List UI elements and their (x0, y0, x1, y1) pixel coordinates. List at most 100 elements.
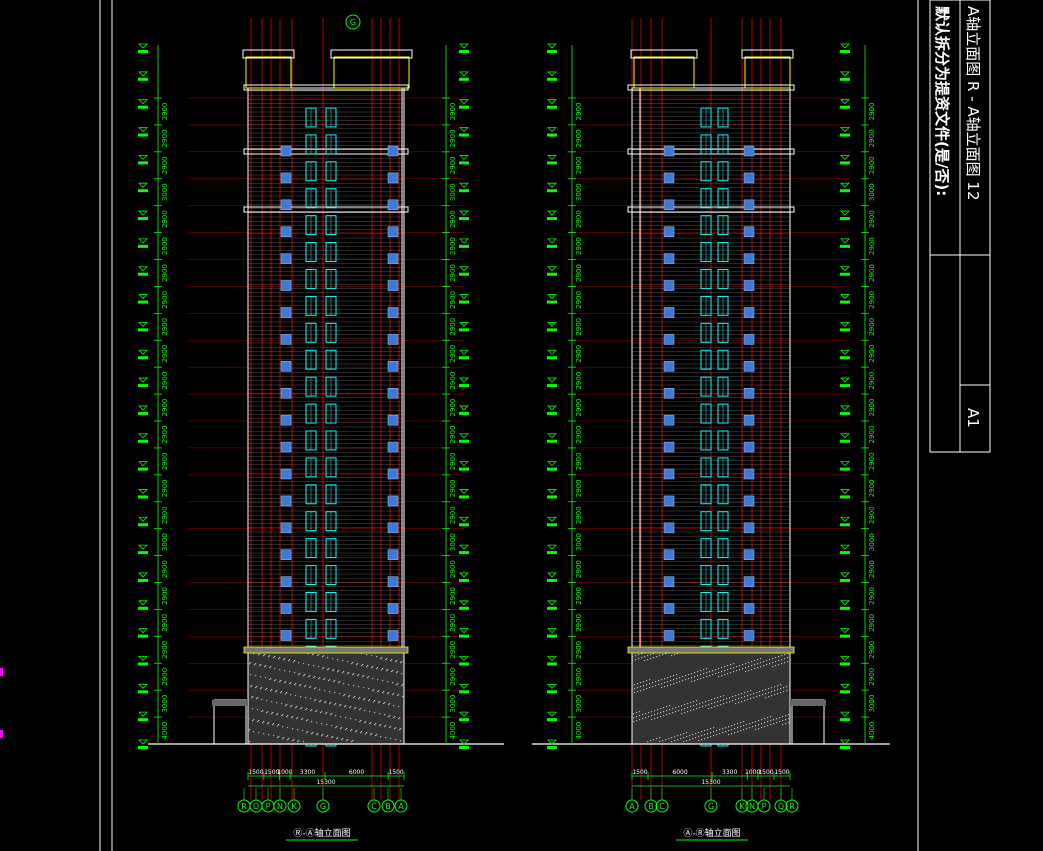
dimension-value: 2900 (449, 560, 457, 578)
bottom-total-dim-value: 15300 (701, 779, 720, 786)
podium-hatch-dot (786, 686, 788, 688)
podium-hatch-dot (761, 723, 763, 725)
podium-hatch-dot (657, 717, 659, 719)
podium-hatch-dot (272, 724, 274, 726)
podium-hatch-dot (656, 656, 658, 658)
podium-hatch-dot (690, 706, 692, 708)
podium-hatch-dot (637, 683, 639, 685)
podium-hatch-dot (403, 695, 405, 697)
podium-hatch-dot (666, 710, 668, 712)
elevation-mark-symbol (547, 377, 557, 383)
dimension-value: 4000 (575, 722, 583, 740)
podium-hatch-dot (316, 722, 318, 724)
bottom-dim-value: 1000 (277, 769, 292, 776)
left-elevation: 2900290029003000290029002900290029002900… (138, 18, 504, 813)
entrance-canopy-roof (212, 700, 248, 706)
podium-hatch-dot (251, 685, 253, 687)
elevation-mark-bar (547, 746, 557, 749)
parapet-cap (741, 49, 794, 59)
podium-hatch-dot (699, 707, 701, 709)
elevation-mark-symbol (138, 266, 148, 272)
elevation-mark-symbol (840, 99, 850, 105)
podium-hatch-dot (258, 720, 260, 722)
podium-hatch-dot (271, 713, 273, 715)
podium-hatch-dot (334, 680, 336, 682)
dimension-value: 2900 (868, 668, 876, 686)
podium-hatch-dot (669, 705, 671, 707)
podium-hatch-dot (309, 687, 311, 689)
podium-hatch-dot (355, 719, 357, 721)
podium-hatch-dot (355, 731, 357, 733)
podium-hatch-dot (696, 704, 698, 706)
podium-hatch-dot (348, 684, 350, 686)
elevation-mark-bar (459, 606, 469, 610)
podium-hatch-dot (304, 674, 306, 676)
podium-hatch-dot (268, 734, 270, 736)
podium-hatch-dot (731, 725, 733, 727)
podium-hatch-dot (674, 736, 676, 738)
bottom-total-dim-value: 15300 (316, 779, 335, 786)
podium-hatch-dot (782, 716, 784, 718)
blue-window (743, 603, 755, 614)
podium-hatch-dot (691, 681, 693, 683)
elevation-mark-bar (547, 690, 557, 694)
podium-hatch-dot (743, 729, 745, 731)
podium-hatch-dot (288, 660, 290, 662)
elevation-mark-bar (138, 77, 148, 81)
dimension-value: 2900 (449, 264, 457, 282)
podium-hatch-dot (318, 654, 320, 656)
podium-hatch-dot (393, 717, 395, 719)
podium-hatch-dot (280, 692, 282, 694)
elevation-mark-symbol (138, 322, 148, 327)
elevation-mark-symbol (138, 572, 148, 578)
elevation-mark-symbol (459, 405, 469, 411)
podium-hatch-dot (693, 709, 695, 711)
podium-hatch-dot (322, 734, 324, 736)
dimension-value: 3000 (449, 533, 457, 551)
elevation-mark-bar (547, 578, 557, 582)
podium-hatch-dot (253, 653, 255, 655)
podium-hatch-dot (291, 717, 293, 719)
podium-hatch-dot (739, 665, 741, 667)
podium-hatch-dot (389, 715, 391, 717)
podium-hatch-dot (697, 675, 699, 677)
podium-hatch-dot (248, 718, 250, 720)
podium-hatch-dot (279, 669, 281, 671)
dimension-value: 2900 (161, 668, 169, 686)
podium-hatch-dot (717, 705, 719, 707)
podium-hatch-dot (750, 690, 752, 692)
podium-hatch-dot (684, 708, 686, 710)
podium-hatch-dot (762, 690, 764, 692)
dimension-value: 2900 (868, 587, 876, 605)
podium-hatch-dot (663, 715, 665, 717)
podium-hatch-dot (266, 712, 268, 714)
podium-hatch-dot (403, 707, 405, 709)
elevation-mark-symbol (138, 238, 148, 244)
podium-hatch-dot (402, 696, 404, 698)
podium-hatch-dot (686, 732, 688, 734)
podium-hatch-dot (325, 701, 327, 703)
dimension-value: 2900 (161, 641, 169, 659)
podium-hatch-dot (311, 709, 313, 711)
podium-hatch-dot (345, 717, 347, 719)
podium-hatch-dot (748, 666, 750, 668)
podium-hatch-dot (727, 669, 729, 671)
podium-hatch-dot (352, 674, 354, 676)
podium-hatch-dot (632, 656, 634, 658)
podium-hatch-dot (650, 740, 652, 742)
podium-hatch-dot (303, 675, 305, 677)
podium-hatch-dot (774, 686, 776, 688)
dimension-value: 3000 (449, 695, 457, 713)
podium-hatch-dot (324, 690, 326, 692)
podium-hatch-dot (326, 712, 328, 714)
podium-hatch-dot (659, 741, 661, 743)
dimension-value: 3000 (575, 183, 583, 201)
podium-hatch-dot (666, 714, 668, 716)
podium-hatch-dot (315, 687, 317, 689)
podium-hatch-dot (312, 732, 314, 734)
blue-window (663, 414, 675, 426)
podium-hatch-dot (771, 687, 773, 689)
elevation-mark-bar (840, 690, 850, 694)
podium-hatch-dot (275, 679, 277, 681)
elevation-mark-symbol (840, 210, 850, 216)
